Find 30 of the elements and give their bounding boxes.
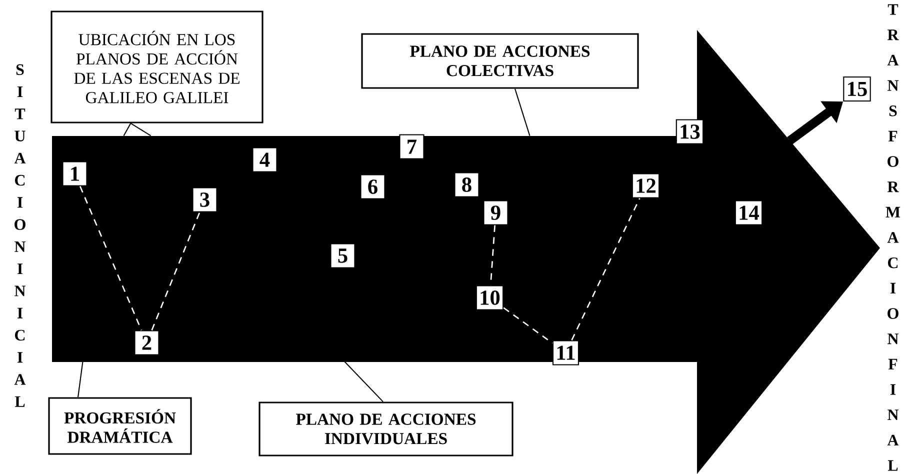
number-box: 5 [330,243,356,268]
vertical-label: TRANSFORMACION FINAL [886,4,900,471]
connector-line [79,186,142,330]
connector-line [571,198,640,340]
callout-box: PLANO DE ACCIONES INDIVIDUALES [258,402,514,456]
arrow-shape [52,30,880,474]
connector-line [503,307,553,344]
number-box: 2 [134,330,160,356]
number-box: 3 [192,187,218,212]
number-box: 10 [476,285,504,310]
number-box: 13 [676,119,704,144]
number-box: 7 [399,134,424,160]
number-box: 6 [360,174,386,200]
leader-line [123,122,152,136]
leader-line [344,361,384,402]
number-box: 8 [454,172,480,198]
number-box: 11 [552,340,580,366]
number-box: 9 [483,200,508,226]
callout-box: PLANO DE ACCIONES COLECTIVAS [361,33,639,89]
number-box: 14 [734,200,763,226]
number-box: 15 [843,76,871,102]
vertical-label: SITUACION INICIAL [14,64,26,407]
leader-line [514,88,530,136]
leader-line [77,362,84,398]
callout-box: UBICACIÓN EN LOS PLANOS DE ACCIÓN DE LAS ESCENAS DE GALILEO GALILEI [50,10,264,124]
number-box: 4 [252,147,278,172]
connector-line [151,212,200,330]
number-box: 12 [632,173,660,198]
callout-box: PROGRESIÓN DRAMÁTICA [48,397,192,455]
number-box: 1 [62,161,88,186]
